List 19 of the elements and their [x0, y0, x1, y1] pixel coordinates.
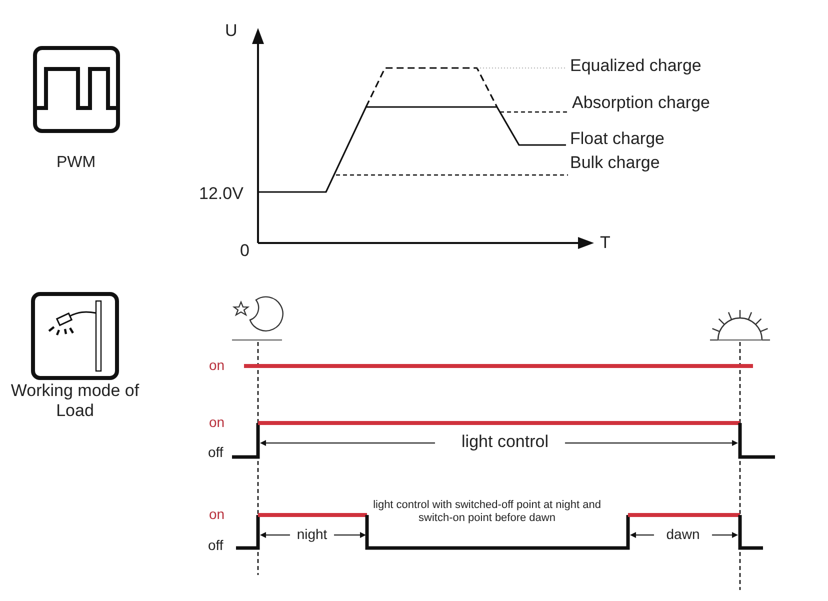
curve-label: Absorption charge [572, 93, 710, 113]
icon-caption: PWM [56, 154, 96, 172]
axis-tick-label: 12.0V [199, 184, 244, 204]
state-label: off [208, 444, 224, 460]
duration-label: dawn [666, 526, 700, 542]
axis-tick-label: 0 [240, 241, 250, 261]
curve-label: Bulk charge [570, 153, 660, 173]
state-label: on [209, 414, 225, 430]
axis-label: U [225, 21, 238, 41]
axis-label: T [600, 233, 610, 253]
curve-label: Float charge [570, 129, 664, 149]
state-label: off [208, 537, 224, 554]
duration-label: light control [462, 432, 548, 452]
mode-note: light control with switched-off point at night and switch-on point before dawn [372, 499, 602, 524]
duration-label: night [296, 526, 328, 542]
icon-caption: Working mode of Load [10, 381, 140, 420]
curve-label: Equalized charge [570, 56, 702, 76]
state-label: on [209, 506, 225, 522]
state-label: on [209, 357, 225, 374]
